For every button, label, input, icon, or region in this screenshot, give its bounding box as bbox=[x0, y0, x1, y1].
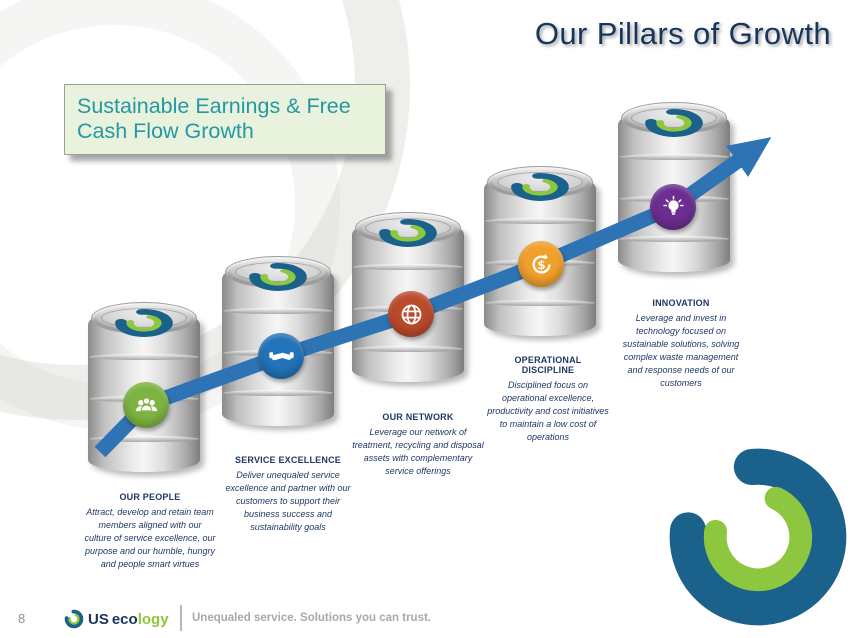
pillar-our-people: OUR PEOPLE Attract, develop and retain t… bbox=[84, 492, 216, 571]
dollar-cycle-icon: $ bbox=[518, 241, 564, 287]
pillar-service-excellence: SERVICE EXCELLENCE Deliver unequaled ser… bbox=[222, 455, 354, 534]
us-ecology-logo-icon bbox=[113, 308, 175, 343]
pillar-description: Leverage our network of treatment, recyc… bbox=[352, 427, 484, 477]
footer-tagline: Unequaled service. Solutions you can tru… bbox=[192, 612, 432, 624]
pillar-title: OUR NETWORK bbox=[382, 412, 454, 422]
brand-logy: logy bbox=[137, 610, 169, 628]
pillar-innovation: INNOVATION Leverage and invest in techno… bbox=[621, 298, 741, 390]
pillar-title: OUR PEOPLE bbox=[119, 492, 181, 502]
globe-icon bbox=[388, 291, 434, 337]
us-ecology-logo bbox=[663, 442, 853, 637]
pillar-description: Deliver unequaled service excellence and… bbox=[225, 470, 351, 533]
footer-divider bbox=[180, 605, 182, 631]
page-number: 8 bbox=[18, 611, 26, 626]
banner-sustainable-earnings: Sustainable Earnings & Free Cash Flow Gr… bbox=[64, 84, 386, 155]
lightbulb-icon bbox=[650, 184, 696, 230]
pillar-description: Disciplined focus on operational excelle… bbox=[487, 380, 609, 443]
people-icon bbox=[123, 382, 169, 428]
handshake-icon bbox=[258, 333, 304, 379]
pillar-description: Attract, develop and retain team members… bbox=[84, 507, 216, 570]
us-ecology-logo-icon bbox=[377, 218, 439, 253]
pillar-title: INNOVATION bbox=[652, 298, 710, 308]
pillar-our-network: OUR NETWORK Leverage our network of trea… bbox=[352, 412, 484, 478]
svg-text:$: $ bbox=[537, 257, 545, 271]
brand-eco: eco bbox=[111, 610, 138, 628]
pillar-operational-discipline: OPERATIONAL DISCIPLINE Disciplined focus… bbox=[487, 355, 609, 444]
brand-us: US bbox=[88, 610, 109, 628]
pillar-description: Leverage and invest in technology focuse… bbox=[622, 313, 740, 389]
us-ecology-logo-icon bbox=[509, 172, 571, 207]
pillar-title: SERVICE EXCELLENCE bbox=[235, 455, 341, 465]
pillar-title: OPERATIONAL DISCIPLINE bbox=[514, 355, 582, 375]
footer-brand: US eco logy bbox=[64, 609, 169, 629]
us-ecology-logo-icon bbox=[247, 262, 309, 297]
us-ecology-logo-icon bbox=[64, 609, 84, 629]
us-ecology-logo-icon bbox=[643, 108, 705, 143]
page-title: Our Pillars of Growth bbox=[534, 16, 831, 51]
